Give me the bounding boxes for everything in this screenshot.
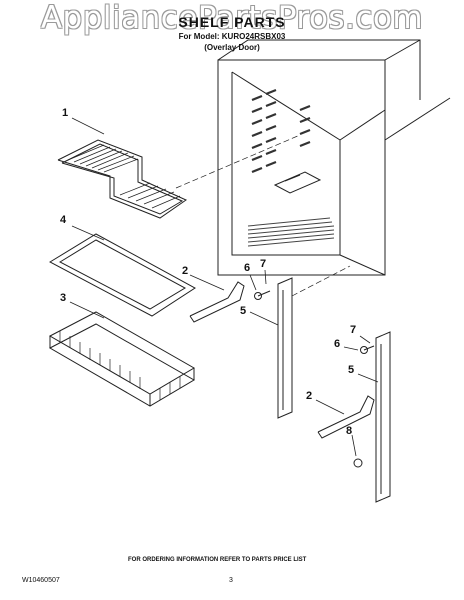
shelf-standard-lower xyxy=(375,331,391,503)
callout-6-lower: 6 xyxy=(334,338,341,350)
glass-shelf xyxy=(48,233,196,317)
page-title: SHELF PARTS xyxy=(178,14,286,30)
watermark-text: AppliancePartsPros.com xyxy=(40,0,424,36)
ordering-note: FOR ORDERING INFORMATION REFER TO PARTS … xyxy=(128,557,307,563)
model-line: For Model: KURO24RSBX03 xyxy=(178,32,286,41)
callout-7-upper: 7 xyxy=(260,258,267,270)
callout-6-upper: 6 xyxy=(244,262,251,274)
wire-shelf-stepped xyxy=(57,139,188,219)
cabinet-interior xyxy=(217,39,451,276)
screw-lower xyxy=(353,345,375,468)
document-number: W10460507 xyxy=(22,577,60,584)
shelf-bracket-upper xyxy=(189,281,245,323)
callout-1: 1 xyxy=(62,107,69,119)
shelf-bracket-lower xyxy=(317,395,375,439)
page-number: 3 xyxy=(229,577,233,584)
screw-upper xyxy=(254,290,271,300)
callout-5-lower: 5 xyxy=(348,364,355,376)
callout-7-lower: 7 xyxy=(350,324,357,336)
callout-8: 8 xyxy=(346,425,353,437)
variant-line: (Overlay Door) xyxy=(204,43,260,52)
wire-basket xyxy=(48,311,195,407)
callout-4: 4 xyxy=(60,214,67,226)
callout-5-upper: 5 xyxy=(240,305,247,317)
callout-2-upper: 2 xyxy=(182,265,189,277)
shelf-standard-upper xyxy=(277,277,293,419)
callout-3: 3 xyxy=(60,292,67,304)
callout-2-lower: 2 xyxy=(306,390,313,402)
